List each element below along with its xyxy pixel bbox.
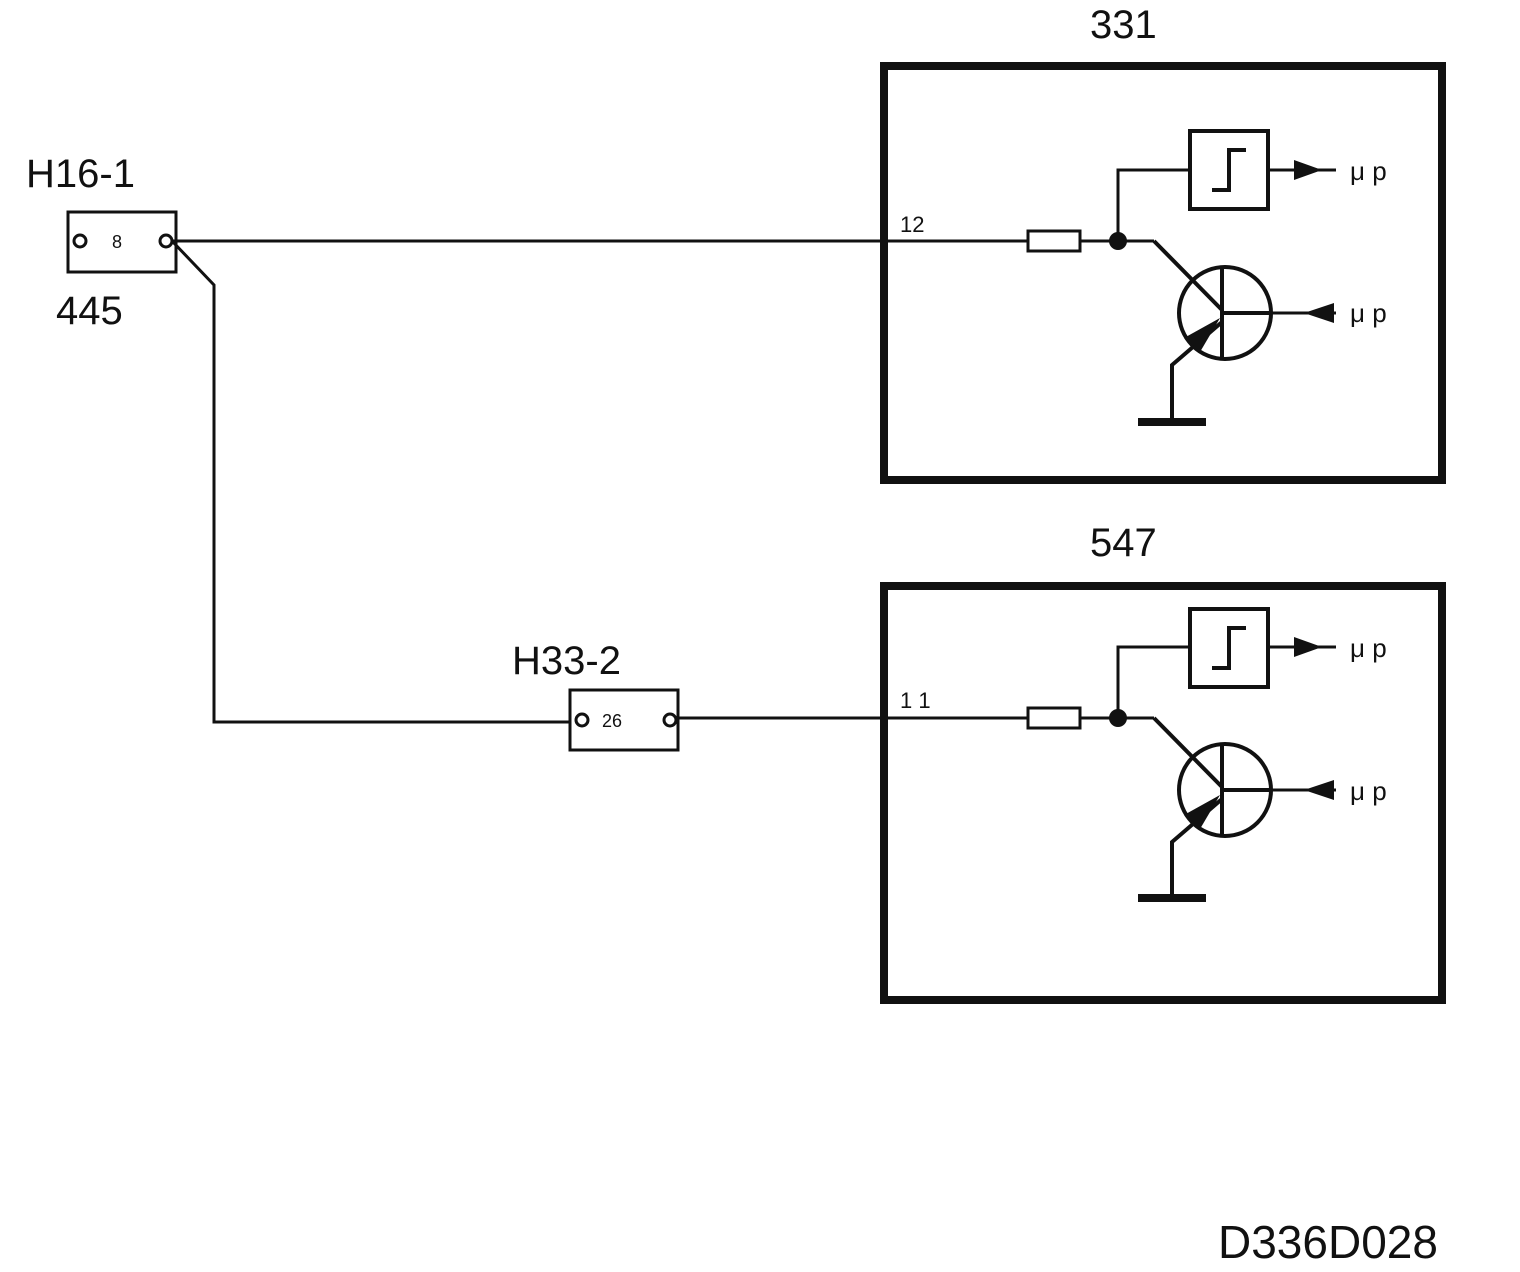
- module-331-input-label: μ p: [1350, 298, 1387, 328]
- connector-h16-1-pin: 8: [112, 232, 122, 252]
- module-331-output-label: μ p: [1350, 156, 1387, 186]
- connector-h33-2-label: H33-2: [512, 639, 621, 683]
- connector-h33-2-body: [568, 688, 680, 752]
- module-547-output-label: μ p: [1350, 633, 1387, 663]
- module-547-title: 547: [1090, 521, 1157, 565]
- module-331-emitter-arrow: [1184, 318, 1220, 352]
- module-547-emitter-arrow: [1184, 795, 1220, 829]
- module-547-input-arrow: [1304, 780, 1334, 800]
- module-547-output-arrow: [1294, 637, 1322, 657]
- wire-branch-to-h33-2: [170, 239, 570, 724]
- connector-h16-1-label: H16-1: [26, 152, 135, 196]
- connector-h33-2-pin: 26: [602, 711, 622, 731]
- module-331-resistor: [1026, 229, 1082, 253]
- module-331-title: 331: [1090, 3, 1157, 47]
- module-547-pin-label: 1 1: [900, 688, 931, 713]
- module-547-step-symbol: [1212, 626, 1246, 670]
- connector-h33-2-terminal-right: [662, 712, 678, 728]
- module-331-pin-label: 12: [900, 212, 924, 237]
- module-547-input-label: μ p: [1350, 776, 1387, 806]
- module-547-resistor: [1026, 706, 1082, 730]
- connector-h16-1-terminal-right: [158, 233, 174, 249]
- module-331-box: [880, 62, 1446, 484]
- module-331-step-symbol: [1212, 148, 1246, 192]
- module-331-input-arrow: [1304, 303, 1334, 323]
- figure-code: D336D028: [1218, 1216, 1438, 1268]
- connector-h16-1-terminal-left: [72, 233, 88, 249]
- module-331-output-arrow: [1294, 160, 1322, 180]
- connector-h33-2-terminal-left: [574, 712, 590, 728]
- module-547-box: [880, 582, 1446, 1004]
- wire-number-label: 445: [56, 289, 123, 333]
